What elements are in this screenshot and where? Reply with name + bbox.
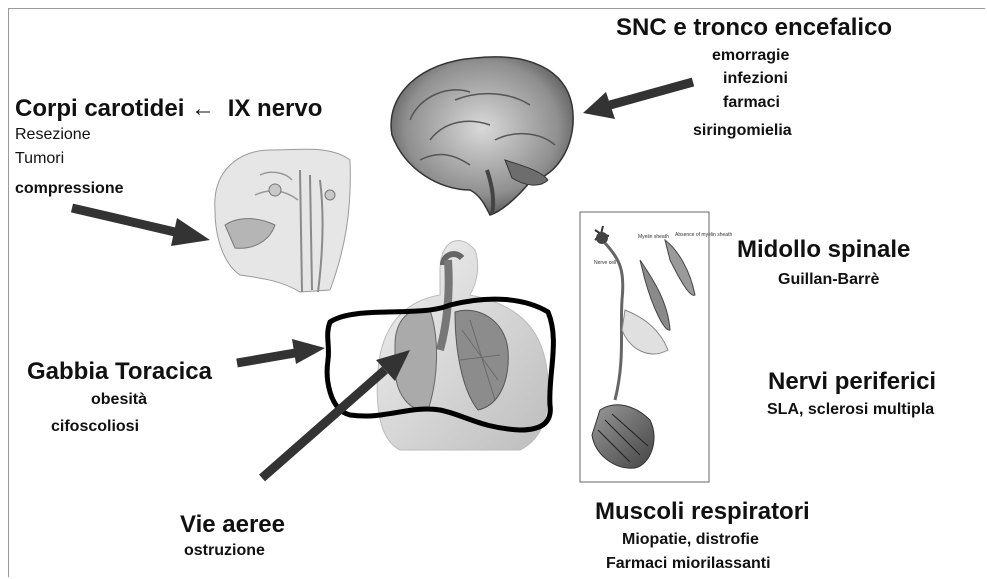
carotid-item-tumori: Tumori <box>15 151 64 167</box>
thorax-item-obesita: obesità <box>91 392 147 408</box>
peripheral-sub: SLA, sclerosi multipla <box>767 402 934 418</box>
arrow-to-thorax <box>237 339 325 364</box>
snc-title: SNC e tronco encefalico <box>616 16 892 40</box>
spinal-title: Midollo spinale <box>737 238 910 262</box>
spinal-sub: Guillan-Barrè <box>778 272 879 288</box>
muscles-title: Muscoli respiratori <box>595 500 810 524</box>
muscles-item-miopatie: Miopatie, distrofie <box>622 532 759 548</box>
airways-sub: ostruzione <box>184 543 265 559</box>
arrow-to-neck <box>72 208 210 246</box>
carotid-title-text: Corpi carotidei <box>15 95 184 122</box>
snc-item-siringomielia: siringomielia <box>693 123 792 139</box>
myelin-caption: Myelin sheath <box>638 234 669 240</box>
snc-item-farmaci: farmaci <box>723 95 780 111</box>
carotid-item-resezione: Resezione <box>15 127 91 143</box>
carotid-title: Corpi carotidei ← IX nervo <box>15 97 322 121</box>
snc-item-infezioni: infezioni <box>723 71 788 87</box>
absence-myelin-caption: Absence of myelin sheath <box>675 232 732 238</box>
carotid-item-compressione: compressione <box>15 181 123 197</box>
carotid-left-arrow: ← <box>191 95 215 122</box>
airways-title: Vie aeree <box>180 513 285 537</box>
peripheral-title: Nervi periferici <box>768 370 936 394</box>
muscles-item-farmaci: Farmaci miorilassanti <box>606 556 771 572</box>
nerve-cell-caption: Nerve cell <box>594 260 616 266</box>
thorax-item-cifoscoliosi: cifoscoliosi <box>51 419 139 435</box>
snc-item-emorragie: emorragie <box>712 48 789 64</box>
arrow-to-brain <box>583 82 693 119</box>
thorax-title: Gabbia Toracica <box>27 360 212 384</box>
carotid-nerve: IX nervo <box>228 95 323 122</box>
head-neck-image <box>215 149 351 292</box>
brain-image <box>391 57 573 215</box>
neuromuscular-image: Nerve cell Myelin sheath Absence of myel… <box>580 212 732 482</box>
